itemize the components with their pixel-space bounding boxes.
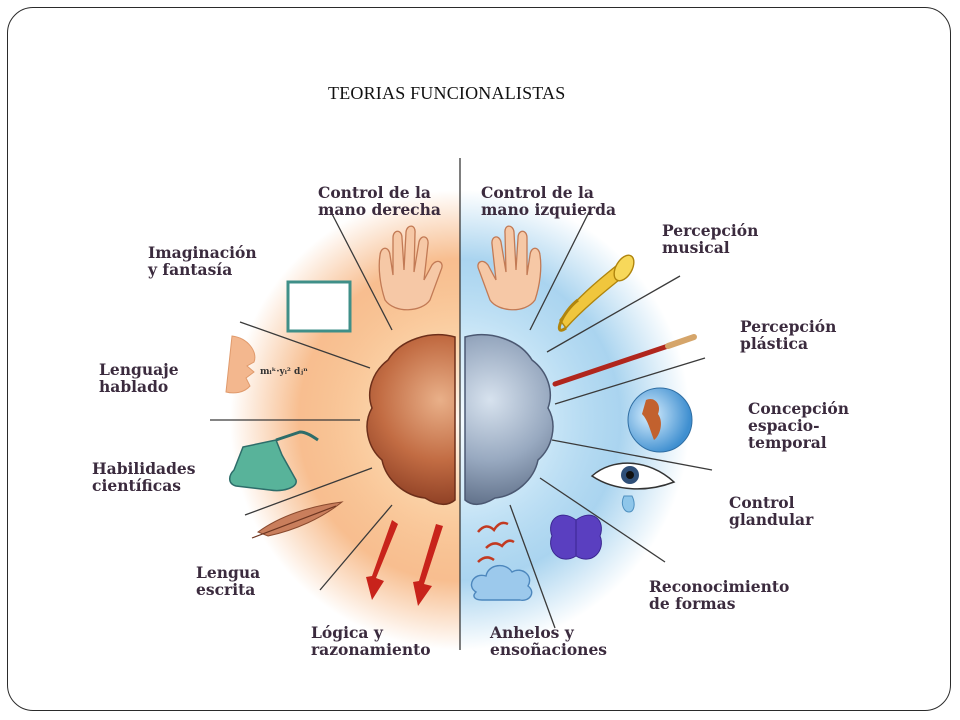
eye-icon	[590, 462, 676, 513]
globe-icon	[627, 387, 693, 453]
square-frame-icon	[286, 280, 352, 333]
left-hand-icon	[477, 225, 542, 311]
inkblot-butterfly-icon	[550, 514, 602, 560]
feather-icon	[251, 501, 344, 539]
flask-icon	[229, 430, 319, 492]
speaking-face-icon	[225, 335, 256, 394]
right-hand-icon	[378, 225, 443, 311]
left-hemisphere	[366, 334, 456, 505]
slide-title: TEORIAS FUNCIONALISTAS	[328, 83, 566, 103]
formula-text: mᵢᵏ·yᵢ² dⱼⁿ	[260, 367, 308, 377]
logic-arrows-icon	[366, 520, 443, 606]
cloud-icon	[470, 565, 533, 601]
radial-lines	[210, 158, 713, 650]
right-hemisphere	[464, 334, 554, 505]
birds-icon	[477, 521, 515, 563]
paintbrush-icon	[552, 334, 697, 387]
trumpet-icon	[557, 254, 635, 332]
